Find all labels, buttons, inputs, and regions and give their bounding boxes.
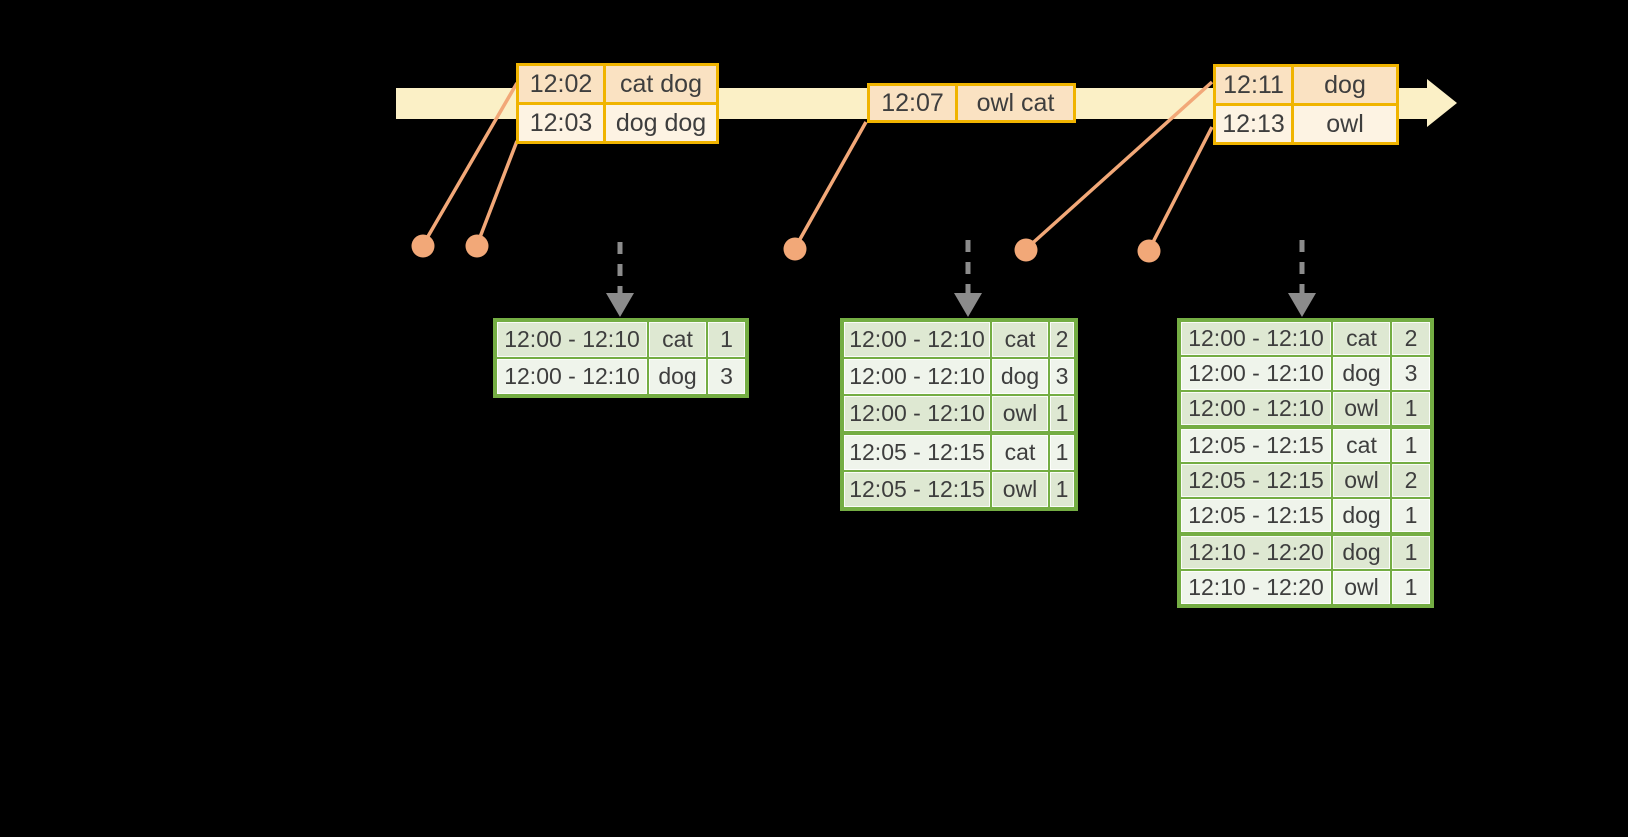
event-marker-dot: [465, 234, 489, 258]
event-table-3: 12:11 dog 12:13 owl: [1213, 64, 1399, 145]
window-cell: 12:05 - 12:15: [844, 472, 990, 507]
count-cell: 3: [1392, 357, 1430, 390]
event-words-cell: owl cat: [958, 86, 1073, 120]
event-time-cell: 12:03: [519, 105, 603, 141]
window-cell: 12:00 - 12:10: [1181, 322, 1331, 355]
trigger-arrow-shafts: [617, 240, 1305, 296]
window-cell: 12:00 - 12:10: [1181, 357, 1331, 390]
event-marker-dot: [1014, 238, 1038, 262]
window-cell: 12:00 - 12:10: [844, 322, 990, 357]
trigger-arrow-heads: [606, 293, 1316, 317]
table-row: 12:05 - 12:15 owl 1: [844, 472, 1074, 507]
word-cell: owl: [992, 396, 1048, 431]
word-cell: dog: [992, 359, 1048, 394]
count-cell: 1: [1392, 429, 1430, 462]
count-cell: 1: [1392, 392, 1430, 425]
table-row: 12:00 - 12:10 dog 3: [497, 359, 745, 394]
word-cell: dog: [1333, 536, 1390, 569]
table-row: 12:05 - 12:15 dog 1: [1181, 499, 1430, 532]
word-cell: owl: [1333, 464, 1390, 497]
word-cell: owl: [1333, 392, 1390, 425]
event-marker-dot: [411, 234, 435, 258]
event-table-2: 12:07 owl cat: [867, 83, 1076, 123]
event-marker-dot: [1137, 239, 1161, 263]
window-cell: 12:05 - 12:15: [1181, 499, 1331, 532]
count-cell: 1: [1050, 396, 1074, 431]
table-row: 12:00 - 12:10 cat 2: [844, 322, 1074, 357]
connector-line: [793, 121, 868, 249]
window-cell: 12:00 - 12:10: [497, 322, 647, 357]
event-time-cell: 12:13: [1216, 106, 1291, 142]
window-cell: 12:10 - 12:20: [1181, 536, 1331, 569]
arrowhead-icon: [606, 293, 634, 317]
event-words-cell: dog dog: [606, 105, 716, 141]
event-marker-dots: [411, 234, 1161, 263]
window-cell: 12:10 - 12:20: [1181, 571, 1331, 604]
event-time-cell: 12:07: [870, 86, 955, 120]
arrowhead-icon: [954, 293, 982, 317]
count-cell: 1: [1050, 472, 1074, 507]
word-cell: cat: [1333, 322, 1390, 355]
event-words-cell: dog: [1294, 67, 1396, 103]
result-table-1: 12:00 - 12:10 cat 1 12:00 - 12:10 dog 3: [493, 318, 749, 398]
count-cell: 1: [1050, 435, 1074, 470]
count-cell: 1: [1392, 499, 1430, 532]
word-cell: dog: [649, 359, 706, 394]
result-table-2: 12:00 - 12:10 cat 2 12:00 - 12:10 dog 3 …: [840, 318, 1078, 511]
word-cell: cat: [992, 435, 1048, 470]
table-row: 12:10 - 12:20 dog 1: [1181, 536, 1430, 569]
count-cell: 1: [1392, 536, 1430, 569]
table-row: 12:00 - 12:10 owl 1: [1181, 392, 1430, 425]
window-cell: 12:00 - 12:10: [497, 359, 647, 394]
window-cell: 12:00 - 12:10: [844, 359, 990, 394]
connector-line: [421, 82, 519, 246]
event-connector-lines: [421, 80, 1214, 251]
event-marker-dot: [783, 237, 807, 261]
table-row: 12:05 - 12:15 cat 1: [844, 435, 1074, 470]
result-table-3: 12:00 - 12:10 cat 2 12:00 - 12:10 dog 3 …: [1177, 318, 1434, 608]
window-cell: 12:00 - 12:10: [1181, 392, 1331, 425]
word-cell: dog: [1333, 357, 1390, 390]
event-words-cell: cat dog: [606, 66, 716, 102]
table-row: 12:05 - 12:15 owl 2: [1181, 464, 1430, 497]
word-cell: owl: [992, 472, 1048, 507]
word-cell: owl: [1333, 571, 1390, 604]
word-cell: cat: [649, 322, 706, 357]
window-cell: 12:05 - 12:15: [1181, 429, 1331, 462]
table-row: 12:00 - 12:10 dog 3: [844, 359, 1074, 394]
count-cell: 3: [1050, 359, 1074, 394]
arrowhead-icon: [1288, 293, 1316, 317]
count-cell: 1: [1392, 571, 1430, 604]
event-table-1: 12:02 cat dog 12:03 dog dog: [516, 63, 719, 144]
count-cell: 2: [1392, 322, 1430, 355]
window-cell: 12:05 - 12:15: [844, 435, 990, 470]
window-cell: 12:05 - 12:15: [1181, 464, 1331, 497]
table-row: 12:00 - 12:10 cat 1: [497, 322, 745, 357]
word-cell: cat: [992, 322, 1048, 357]
table-row: 12:00 - 12:10 owl 1: [844, 396, 1074, 431]
event-time-cell: 12:11: [1216, 67, 1291, 103]
word-cell: cat: [1333, 429, 1390, 462]
count-cell: 1: [708, 322, 745, 357]
count-cell: 2: [1050, 322, 1074, 357]
event-time-cell: 12:02: [519, 66, 603, 102]
event-words-cell: owl: [1294, 106, 1396, 142]
table-row: 12:10 - 12:20 owl 1: [1181, 571, 1430, 604]
connector-line: [1147, 126, 1214, 251]
count-cell: 3: [708, 359, 745, 394]
table-row: 12:00 - 12:10 cat 2: [1181, 322, 1430, 355]
timeline-arrow-icon: [1427, 79, 1457, 127]
connector-line: [1024, 80, 1214, 251]
word-cell: dog: [1333, 499, 1390, 532]
table-row: 12:00 - 12:10 dog 3: [1181, 357, 1430, 390]
count-cell: 2: [1392, 464, 1430, 497]
table-row: 12:05 - 12:15 cat 1: [1181, 429, 1430, 462]
window-cell: 12:00 - 12:10: [844, 396, 990, 431]
connector-line: [475, 140, 519, 246]
